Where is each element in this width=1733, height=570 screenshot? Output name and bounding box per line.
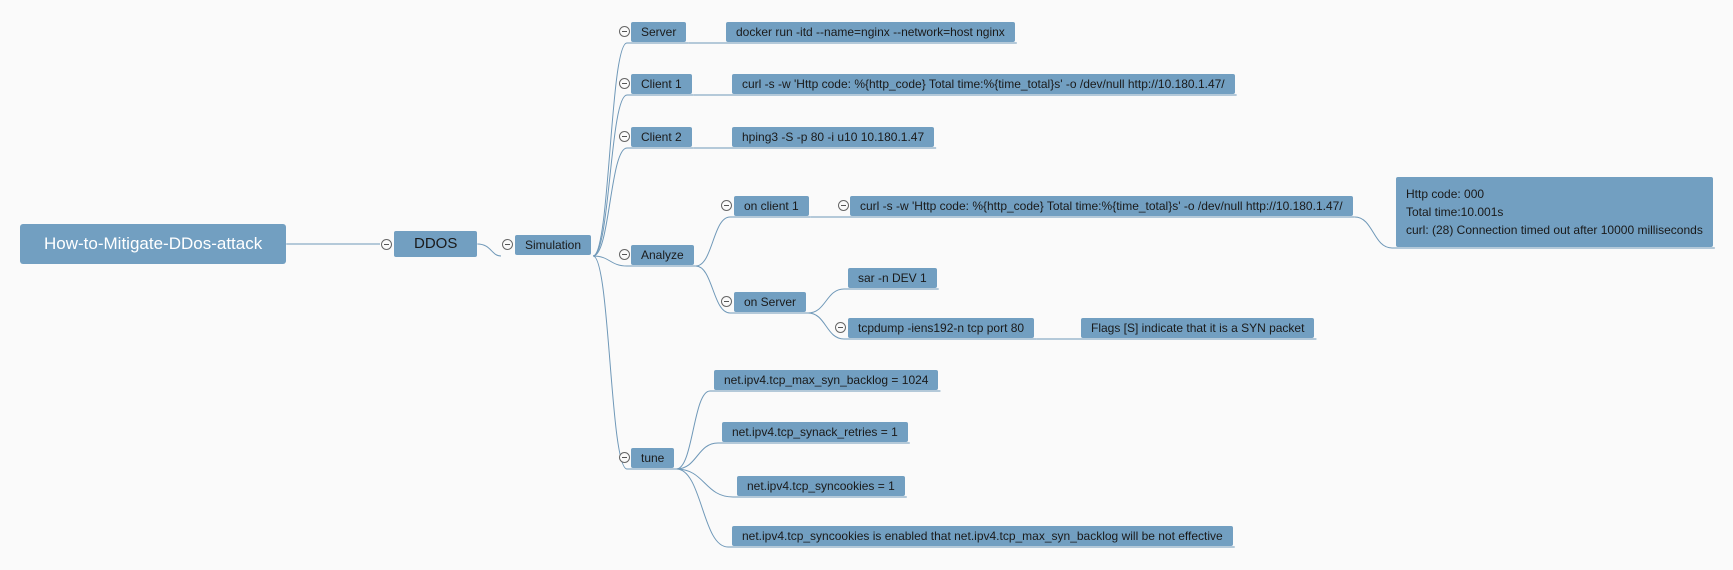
connector-line (676, 468, 907, 498)
collapse-toggle-icon[interactable] (721, 296, 732, 307)
collapse-toggle-icon[interactable] (619, 78, 630, 89)
connector-line (592, 94, 694, 257)
tcpdump-command-node[interactable]: tcpdump -iens192-n tcp port 80 (848, 318, 1035, 338)
ddos-node[interactable]: DDOS (394, 231, 478, 257)
tune-item-node[interactable]: net.ipv4.tcp_max_syn_backlog = 1024 (714, 370, 939, 390)
result-line: Total time:10.001s (1406, 205, 1504, 219)
collapse-toggle-icon[interactable] (838, 200, 849, 211)
connector-line (477, 243, 502, 257)
on-client1-command-node[interactable]: curl -s -w 'Http code: %{http_code} Tota… (850, 196, 1353, 216)
tune-item-node[interactable]: net.ipv4.tcp_synack_retries = 1 (722, 422, 908, 442)
client2-command-node[interactable]: hping3 -S -p 80 -i u10 10.180.1.47 (732, 127, 935, 147)
simulation-node[interactable]: Simulation (515, 235, 592, 255)
connector-line (592, 147, 694, 257)
on-client1-result-node[interactable]: Http code: 000 Total time:10.001s curl: … (1396, 177, 1713, 247)
on-client1-node[interactable]: on client 1 (734, 196, 809, 216)
collapse-toggle-icon[interactable] (502, 239, 513, 250)
connector-line (593, 255, 696, 267)
connector-line (1354, 216, 1715, 249)
connector-line (592, 42, 689, 257)
server-command-node[interactable]: docker run -itd --name=nginx --network=h… (726, 22, 1015, 42)
tcpdump-note-node[interactable]: Flags [S] indicate that it is a SYN pack… (1081, 318, 1315, 338)
connector-line (592, 255, 677, 470)
collapse-toggle-icon[interactable] (619, 249, 630, 260)
client1-command-node[interactable]: curl -s -w 'Http code: %{http_code} Tota… (732, 74, 1235, 94)
collapse-toggle-icon[interactable] (381, 239, 392, 250)
collapse-toggle-icon[interactable] (721, 200, 732, 211)
connector-line (695, 216, 811, 267)
tune-node[interactable]: tune (631, 448, 675, 468)
connector-line (807, 312, 1037, 340)
sar-command-node[interactable]: sar -n DEV 1 (848, 268, 937, 288)
collapse-toggle-icon[interactable] (619, 131, 630, 142)
root-node[interactable]: How-to-Mitigate-DDos-attack (20, 224, 287, 264)
client1-node[interactable]: Client 1 (631, 74, 692, 94)
tune-item-node[interactable]: net.ipv4.tcp_syncookies = 1 (737, 476, 905, 496)
on-server-node[interactable]: on Server (734, 292, 807, 312)
connector-line (676, 468, 1235, 548)
tune-item-node[interactable]: net.ipv4.tcp_syncookies is enabled that … (732, 526, 1233, 546)
connector-line (676, 442, 910, 470)
result-line: Http code: 000 (1406, 187, 1485, 201)
collapse-toggle-icon[interactable] (619, 452, 630, 463)
collapse-toggle-icon[interactable] (619, 26, 630, 37)
connector-line (676, 390, 941, 470)
connector-line (695, 265, 809, 314)
connector-line (807, 288, 939, 314)
collapse-toggle-icon[interactable] (835, 322, 846, 333)
server-node[interactable]: Server (631, 22, 687, 42)
result-line: curl: (28) Connection timed out after 10… (1406, 223, 1703, 237)
analyze-node[interactable]: Analyze (631, 245, 694, 265)
client2-node[interactable]: Client 2 (631, 127, 692, 147)
